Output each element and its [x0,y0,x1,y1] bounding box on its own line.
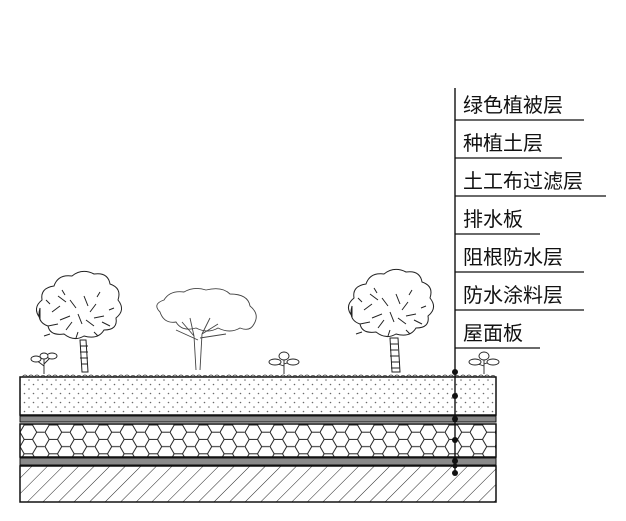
marker-root-barrier [452,458,458,464]
small-plants [30,351,500,374]
marker-roof-slab [452,470,458,476]
marker-vegetation [452,369,458,375]
marker-geotextile [452,416,458,422]
drainage-board-band [19,423,497,458]
label-geotextile-filter-layer: 土工布过滤层 [463,169,583,193]
bushy-tree-left [36,270,122,373]
grass-surface [21,374,497,378]
geotextile-filter-band [19,415,497,423]
label-planting-soil-layer: 种植土层 [463,131,543,155]
roof-slab-band [19,465,497,503]
section-layers [19,376,497,503]
label-green-vegetation-layer: 绿色植被层 [463,93,563,117]
marker-drainage-board [452,437,458,443]
label-root-barrier-waterproof-layer: 阻根防水层 [463,245,563,269]
layer-markers [452,369,458,476]
sketchy-tree-middle [156,287,257,371]
label-drainage-board: 排水板 [463,207,523,231]
marker-planting-soil [452,393,458,399]
marker-waterproof-coating [452,463,458,469]
planting-soil-band [19,376,497,416]
label-roof-slab: 屋面板 [463,321,523,345]
root-barrier-band [19,457,497,466]
plant-1 [30,352,58,374]
plant-2 [268,351,300,374]
layer-labels: 绿色植被层 种植土层 土工布过滤层 排水板 阻根防水层 防水涂料层 屋面板 [455,93,606,349]
label-waterproof-coating-layer: 防水涂料层 [463,283,563,307]
bushy-tree-right [348,268,434,373]
leader-line [452,88,458,476]
plant-3 [468,351,500,374]
